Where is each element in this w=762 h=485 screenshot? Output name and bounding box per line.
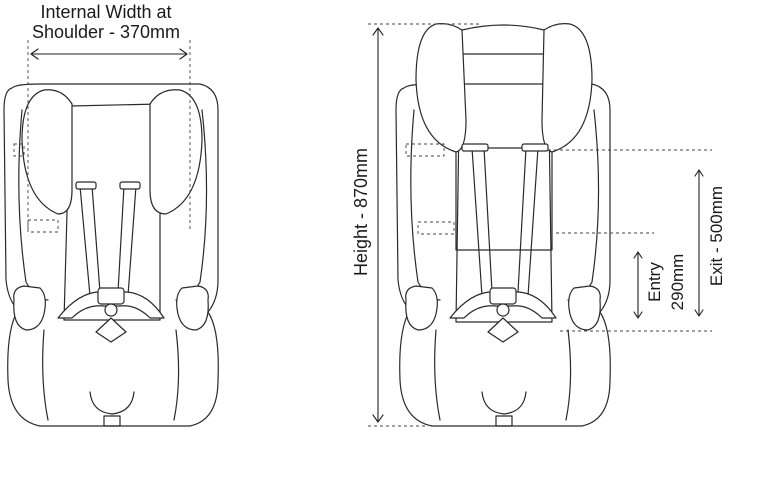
left-seat-shoulder-pad-left: [75, 181, 97, 190]
left-seat-back-panel: [63, 103, 161, 321]
left-seat-shoulder-pad-right: [119, 181, 141, 190]
right-seat-chest-clip: [489, 287, 517, 305]
right-seat-drawing: [395, 23, 611, 427]
left-seat-crotch-pad: [89, 391, 135, 415]
right-seat-crotch-pad: [481, 391, 527, 415]
right-seat-belt-guide-lower: [417, 221, 455, 235]
left-seat-buckle: [104, 303, 118, 317]
left-seat-side-pod-right: [176, 285, 209, 331]
left-seat-headrest-right-wing: [149, 89, 203, 215]
left-seat-headrest-left-wing: [21, 89, 73, 215]
width-arrowhead-right: [179, 48, 188, 60]
right-seat-crotch-strap: [487, 317, 519, 343]
left-seat-chest-clip: [97, 287, 125, 305]
right-seat-side-pod-left: [405, 285, 438, 331]
right-seat-belt-guide-upper: [405, 143, 445, 157]
left-seat-base-tab: [103, 415, 121, 427]
right-seat-back-lower: [455, 147, 553, 251]
exit-arrowhead-bottom: [694, 309, 704, 317]
entry-label-line1: Entry: [645, 262, 664, 302]
height-arrowhead-bottom: [372, 414, 384, 423]
exit-dimension: Exit - 500mm: [694, 169, 726, 317]
right-seat-outer-shell: [395, 83, 611, 427]
left-seat-drawing: [3, 83, 219, 427]
left-seat-belt-guide-upper: [13, 143, 25, 157]
right-seat-side-pod-right: [568, 285, 601, 331]
width-label-line2: Shoulder - 370mm: [32, 22, 180, 42]
left-seat-side-pod-left: [13, 285, 46, 331]
width-label-line1: Internal Width at: [40, 2, 171, 22]
right-seat-buckle: [496, 303, 510, 317]
height-label: Height - 870mm: [351, 148, 371, 276]
width-arrowhead-left: [30, 48, 39, 60]
right-seat-cushion: [434, 329, 572, 421]
right-seat-headrest-top: [461, 24, 545, 31]
entry-label-line2: 290mm: [668, 254, 687, 311]
exit-label: Exit - 500mm: [707, 186, 726, 286]
entry-arrowhead-top: [633, 251, 643, 259]
exit-arrowhead-top: [694, 169, 704, 177]
width-dimension: Internal Width at Shoulder - 370mm: [27, 2, 191, 230]
right-seat-shoulder-pad-right: [521, 143, 549, 152]
left-seat-crotch-strap: [95, 317, 127, 343]
height-arrowhead-top: [372, 27, 384, 36]
right-seat-shoulder-pad-left: [461, 143, 489, 152]
left-seat-cushion: [42, 329, 180, 421]
harness-height-guides: [548, 149, 712, 332]
right-seat-base-tab: [495, 415, 513, 427]
right-seat-back-panel: [455, 53, 553, 323]
entry-dimension: Entry 290mm: [633, 251, 687, 319]
height-dimension: Height - 870mm: [351, 23, 480, 427]
entry-arrowhead-bottom: [633, 311, 643, 319]
